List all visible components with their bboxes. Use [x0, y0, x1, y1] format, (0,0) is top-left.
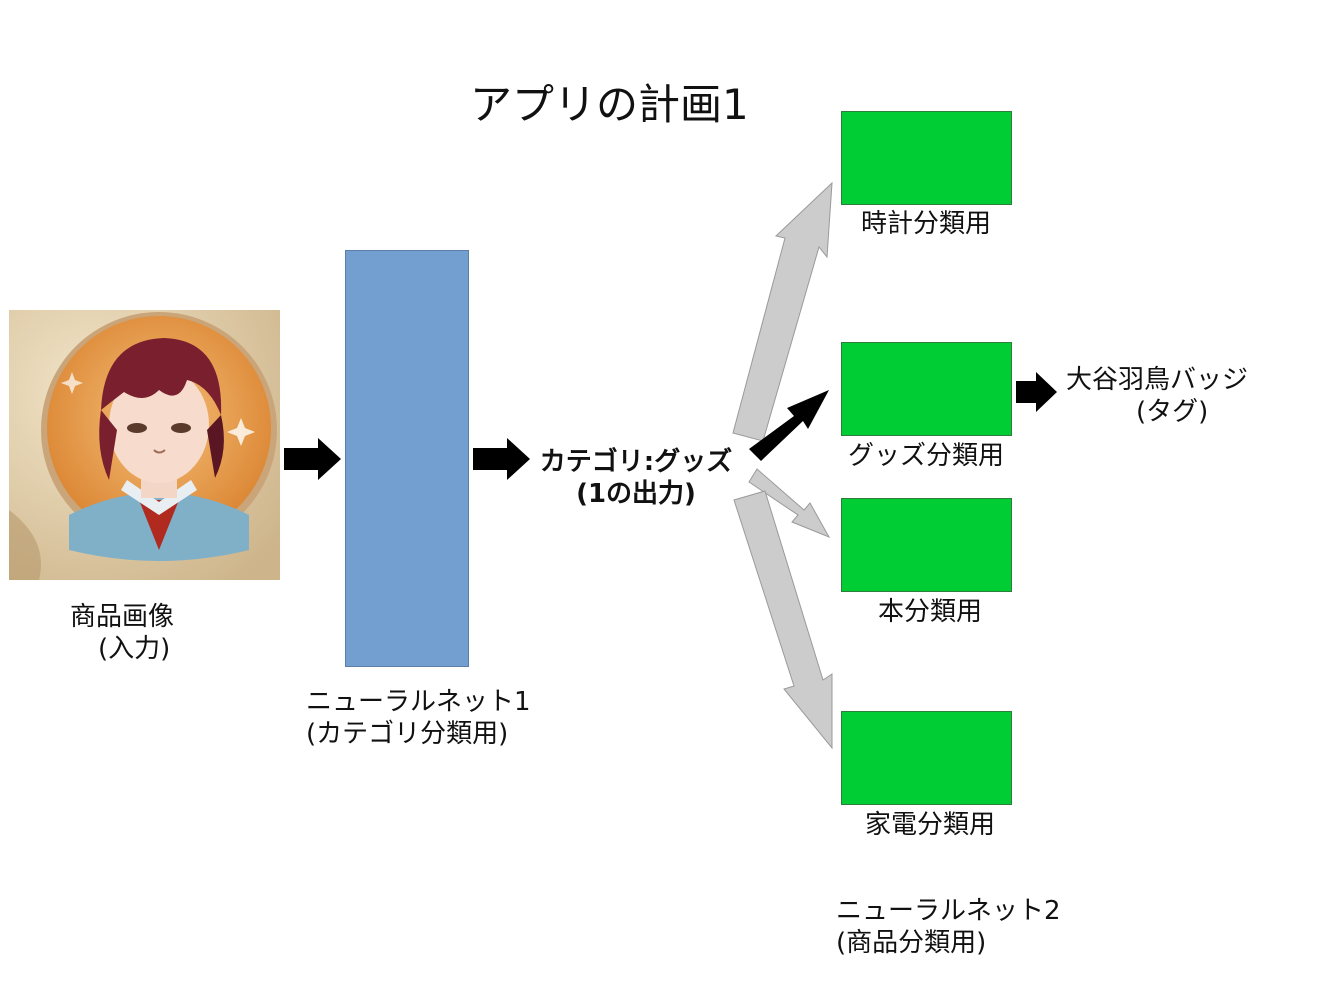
input-label-line2: (入力) — [98, 634, 171, 664]
classifier-box-watch — [841, 111, 1012, 205]
classifier-label-watch: 時計分類用 — [860, 209, 991, 239]
diagram-title: アプリの計画1 — [470, 80, 749, 129]
neural-net-1-label-line1: ニューラルネット1 — [306, 687, 531, 717]
neural-net-1-box — [345, 250, 469, 667]
classifier-label-goods: グッズ分類用 — [847, 441, 1004, 471]
neural-net-2-label: ニューラルネット2 (商品分類用) — [836, 895, 1061, 959]
classifier-box-goods — [841, 342, 1012, 436]
product-photo — [9, 310, 280, 580]
classifier-label-appliances: 家電分類用 — [864, 810, 995, 840]
arrow-to-goods-classifier — [749, 390, 829, 461]
neural-net-2-label-line1: ニューラルネット2 — [836, 896, 1061, 926]
neural-net-1-label: ニューラルネット1 (カテゴリ分類用) — [306, 686, 531, 750]
neural-net-2-label-line2: (商品分類用) — [836, 928, 987, 958]
classifier-box-books — [841, 498, 1012, 592]
result-label-line1: 大谷羽鳥バッジ — [1066, 365, 1249, 395]
input-label-line1: 商品画像 — [70, 602, 175, 632]
category-output: カテゴリ:グッズ (1の出力) — [536, 446, 736, 510]
neural-net-1-label-line2: (カテゴリ分類用) — [306, 719, 509, 749]
classifier-box-appliances — [841, 711, 1012, 805]
arrow-to-books-classifier — [748, 468, 831, 538]
classifier-label-books: 本分類用 — [877, 597, 982, 627]
input-label: 商品画像 (入力) — [70, 601, 174, 665]
arrow-to-watch-classifier — [732, 181, 833, 442]
arrow-input-to-nn1 — [284, 438, 341, 480]
arrow-to-appliances-classifier — [733, 490, 833, 750]
arrow-goods-to-result — [1016, 372, 1057, 412]
result-label-line2: (タグ) — [1136, 397, 1209, 427]
category-output-line2: (1の出力) — [576, 479, 696, 509]
arrow-nn1-to-output — [473, 438, 530, 480]
result-label: 大谷羽鳥バッジ (タグ) — [1066, 364, 1248, 428]
category-output-line1: カテゴリ:グッズ — [539, 447, 733, 477]
